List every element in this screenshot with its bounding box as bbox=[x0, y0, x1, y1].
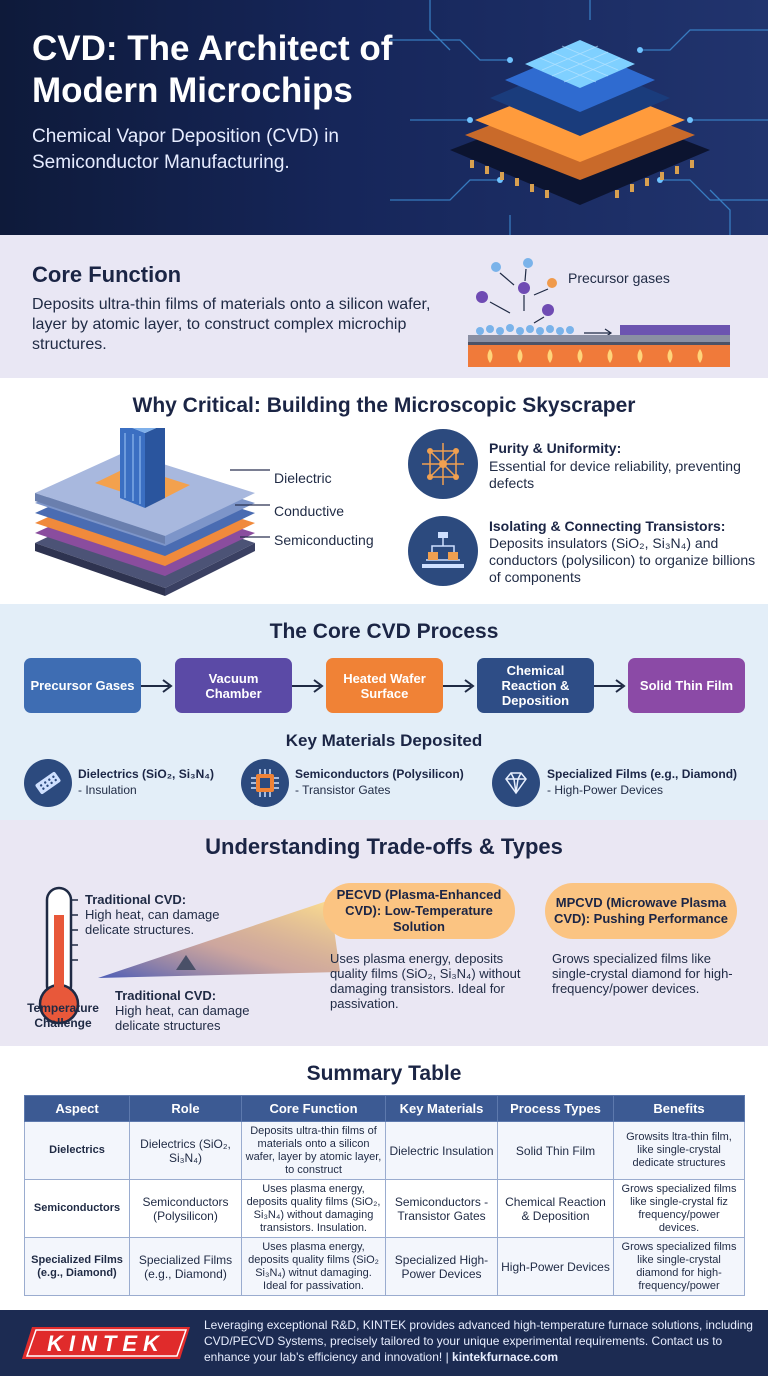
step-precursor-gases: Precursor Gases bbox=[24, 658, 141, 713]
traditional-top-text: High heat, can damage delicate structure… bbox=[85, 907, 220, 937]
circuit-icon bbox=[408, 516, 478, 586]
step-solid-thin-film: Solid Thin Film bbox=[628, 658, 745, 713]
deposition-diagram bbox=[468, 258, 730, 367]
tradeoffs-section: Understanding Trade-offs & Types Traditi… bbox=[0, 820, 768, 1046]
arrow-icon bbox=[594, 679, 626, 693]
table-cell: Grows specialized films like single-crys… bbox=[613, 1179, 745, 1238]
material-semiconductors-desc: - Transistor Gates bbox=[295, 783, 391, 797]
footer-link[interactable]: kintekfurnace.com bbox=[452, 1350, 559, 1364]
column-header: Process Types bbox=[497, 1095, 614, 1122]
mpcvd-text: Grows specialized films like single-crys… bbox=[552, 951, 733, 996]
table-cell: Specialized High-Power Devices bbox=[385, 1237, 498, 1296]
traditional-cvd-top: Traditional CVD: High heat, can damage d… bbox=[85, 892, 265, 937]
table-cell: Dielectric Insulation bbox=[385, 1121, 498, 1180]
column-header: Benefits bbox=[613, 1095, 745, 1122]
traditional-bottom-text: High heat, can damage delicate structure… bbox=[115, 1003, 250, 1033]
kintek-logo: KINTEK bbox=[22, 1327, 190, 1359]
traditional-bottom-title: Traditional CVD: bbox=[115, 988, 217, 1003]
table-row: Dielectrics Dielectrics (SiO₂, Si₃N₄) De… bbox=[24, 1121, 745, 1180]
table-cell: Growsits ltra-thin film, like single-cry… bbox=[613, 1121, 745, 1180]
layered-skyscraper-illustration bbox=[35, 428, 270, 596]
table-cell: High-Power Devices bbox=[497, 1237, 614, 1296]
layer-label-semiconducting: Semiconducting bbox=[274, 532, 374, 548]
diamond-icon bbox=[492, 759, 540, 807]
hero-banner: CVD: The Architect of Modern Microchips … bbox=[0, 0, 768, 235]
core-function-text: Deposits ultra-thin films of materials o… bbox=[32, 296, 431, 353]
table-header-row: Aspect Role Core Function Key Materials … bbox=[24, 1095, 745, 1122]
column-header: Core Function bbox=[241, 1095, 386, 1122]
column-header: Key Materials bbox=[385, 1095, 498, 1122]
table-cell: Uses plasma energy, deposits quality fil… bbox=[241, 1179, 386, 1238]
arrow-icon bbox=[443, 679, 475, 693]
why-critical-section: Why Critical: Building the Microscopic S… bbox=[0, 378, 768, 604]
page-subtitle: Chemical Vapor Deposition (CVD) in Semic… bbox=[32, 126, 339, 173]
table-cell: Dielectrics (SiO₂, Si₃N₄) bbox=[129, 1121, 242, 1180]
purity-title: Purity & Uniformity: bbox=[489, 440, 622, 456]
page-title: CVD: The Architect of Modern Microchips bbox=[32, 29, 393, 110]
table-cell: Semiconductors - Transistor Gates bbox=[385, 1179, 498, 1238]
step-vacuum-chamber: Vacuum Chamber bbox=[175, 658, 292, 713]
table-cell: Dielectrics bbox=[24, 1121, 130, 1180]
footer-text: Leveraging exceptional R&D, KINTEK provi… bbox=[204, 1317, 760, 1365]
traditional-top-title: Traditional CVD: bbox=[85, 892, 187, 907]
mpcvd-title: MPCVD (Microwave Plasma CVD): Pushing Pe… bbox=[545, 883, 737, 939]
layer-label-conductive: Conductive bbox=[274, 503, 345, 519]
table-row: Semiconductors Semiconductors (Polysilic… bbox=[24, 1179, 745, 1238]
table-cell: Deposits ultra-thin films of materials o… bbox=[241, 1121, 386, 1180]
microchip-illustration bbox=[390, 0, 768, 235]
column-header: Role bbox=[129, 1095, 242, 1122]
isolating-text: Deposits insulators (SiO₂, Si₃N₄) and co… bbox=[489, 535, 756, 585]
purity-text: Essential for device reliability, preven… bbox=[489, 458, 741, 491]
footer: KINTEK Leveraging exceptional R&D, KINTE… bbox=[0, 1310, 768, 1376]
layer-label-dielectric: Dielectric bbox=[274, 470, 332, 486]
isolating-title: Isolating & Connecting Transistors: bbox=[489, 518, 726, 534]
material-specialized-title: Specialized Films (e.g., Diamond) bbox=[547, 767, 738, 781]
arrow-icon bbox=[292, 679, 324, 693]
core-function-section: Core Function Deposits ultra-thin films … bbox=[0, 235, 768, 378]
pecvd-text: Uses plasma energy, deposits quality fil… bbox=[330, 951, 521, 1011]
table-cell: Specialized Films (e.g., Diamond) bbox=[24, 1237, 130, 1296]
arrow-icon bbox=[141, 679, 173, 693]
temperature-challenge-label: Temperature Challenge bbox=[27, 1001, 99, 1030]
table-cell: Chemical Reaction & Deposition bbox=[497, 1179, 614, 1238]
material-dielectrics-title: Dielectrics (SiO₂, Si₃N₄) bbox=[78, 767, 214, 781]
summary-table: Aspect Role Core Function Key Materials … bbox=[24, 1095, 745, 1296]
table-cell: Semiconductors (Polysilicon) bbox=[129, 1179, 242, 1238]
table-cell: Specialized Films (e.g., Diamond) bbox=[129, 1237, 242, 1296]
summary-heading: Summary Table bbox=[306, 1062, 462, 1085]
logo-text: KINTEK bbox=[47, 1331, 165, 1356]
step-chemical-reaction: Chemical Reaction & Deposition bbox=[477, 658, 594, 713]
step-heated-wafer: Heated Wafer Surface bbox=[326, 658, 443, 713]
summary-section: Summary Table Aspect Role Core Function … bbox=[0, 1046, 768, 1310]
table-cell: Uses plasma energy, deposits quality fil… bbox=[241, 1237, 386, 1296]
table-row: Specialized Films (e.g., Diamond) Specia… bbox=[24, 1237, 745, 1296]
why-critical-heading: Why Critical: Building the Microscopic S… bbox=[132, 394, 636, 417]
insulator-icon bbox=[24, 759, 72, 807]
chip-icon bbox=[241, 759, 289, 807]
key-materials-heading: Key Materials Deposited bbox=[285, 731, 483, 750]
traditional-cvd-bottom: Traditional CVD: High heat, can damage d… bbox=[115, 988, 285, 1033]
core-function-heading: Core Function bbox=[32, 262, 182, 287]
pecvd-title: PECVD (Plasma-Enhanced CVD): Low-Tempera… bbox=[323, 883, 515, 939]
tradeoffs-heading: Understanding Trade-offs & Types bbox=[205, 834, 563, 859]
lattice-icon bbox=[408, 429, 478, 499]
column-header: Aspect bbox=[24, 1095, 130, 1122]
table-cell: Solid Thin Film bbox=[497, 1121, 614, 1180]
core-process-section: The Core CVD Process Precursor Gases Vac… bbox=[0, 604, 768, 820]
material-dielectrics-desc: - Insulation bbox=[78, 783, 137, 797]
precursor-gases-label: Precursor gases bbox=[568, 270, 670, 286]
footer-description: Leveraging exceptional R&D, KINTEK provi… bbox=[204, 1318, 753, 1364]
table-cell: Grows specialized films like single-crys… bbox=[613, 1237, 745, 1296]
table-cell: Semiconductors bbox=[24, 1179, 130, 1238]
material-semiconductors-title: Semiconductors (Polysilicon) bbox=[295, 767, 464, 781]
core-process-heading: The Core CVD Process bbox=[269, 620, 499, 643]
material-specialized-desc: - High-Power Devices bbox=[547, 783, 664, 797]
thermometer-illustration bbox=[38, 886, 340, 1025]
